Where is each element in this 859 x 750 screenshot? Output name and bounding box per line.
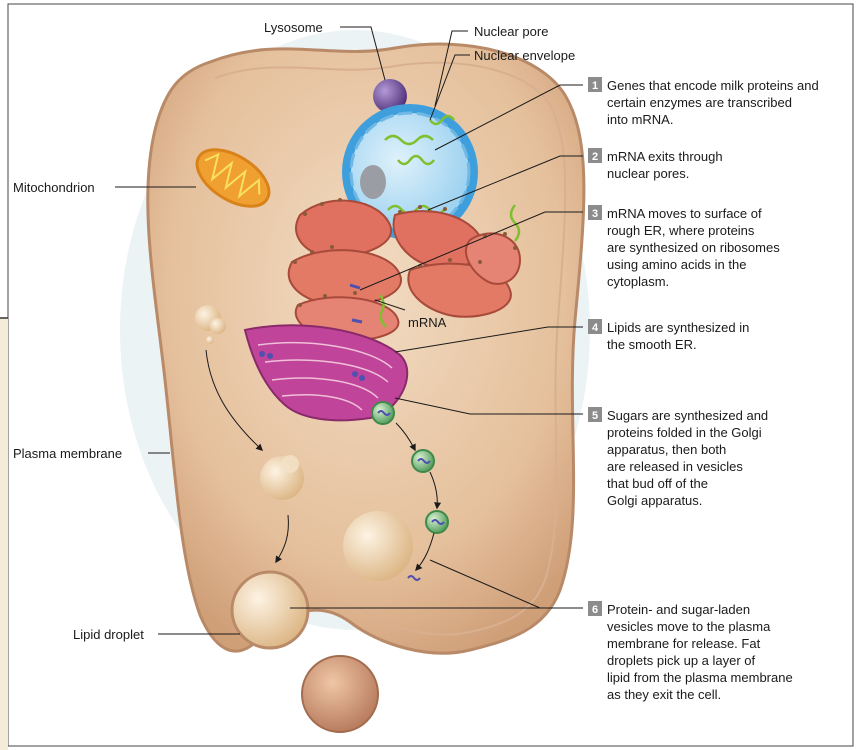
label-nuclear-envelope: Nuclear envelope xyxy=(474,48,575,63)
page-margin xyxy=(0,318,8,750)
label-lipid-droplet: Lipid droplet xyxy=(73,627,144,642)
step-3: 3 mRNA moves to surface of rough ER, whe… xyxy=(588,205,780,289)
label-lysosome: Lysosome xyxy=(264,20,323,35)
svg-text:the smooth ER.: the smooth ER. xyxy=(607,337,697,352)
svg-text:Golgi apparatus.: Golgi apparatus. xyxy=(607,493,702,508)
svg-text:droplets pick up a layer of: droplets pick up a layer of xyxy=(607,653,756,668)
step-6: 6 Protein- and sugar-laden vesicles move… xyxy=(588,601,793,702)
svg-text:4: 4 xyxy=(592,322,599,334)
secretory-vesicle xyxy=(412,450,434,472)
svg-text:mRNA moves to surface of: mRNA moves to surface of xyxy=(607,206,762,221)
svg-text:2: 2 xyxy=(592,151,598,163)
lipid-droplet-budding xyxy=(232,572,308,648)
svg-text:1: 1 xyxy=(592,80,598,92)
svg-text:lipid from the plasma membrane: lipid from the plasma membrane xyxy=(607,670,793,685)
label-mitochondrion: Mitochondrion xyxy=(13,180,95,195)
svg-text:cytoplasm.: cytoplasm. xyxy=(607,274,669,289)
svg-text:apparatus, then both: apparatus, then both xyxy=(607,442,726,457)
svg-text:5: 5 xyxy=(592,410,598,422)
secretory-vesicle xyxy=(372,402,394,424)
svg-text:Sugars are synthesized and: Sugars are synthesized and xyxy=(607,408,768,423)
svg-text:as they exit the cell.: as they exit the cell. xyxy=(607,687,721,702)
svg-text:are synthesized on ribosomes: are synthesized on ribosomes xyxy=(607,240,780,255)
svg-text:certain enzymes are transcribe: certain enzymes are transcribed xyxy=(607,95,792,110)
svg-text:membrane for release. Fat: membrane for release. Fat xyxy=(607,636,761,651)
svg-text:are released in vesicles: are released in vesicles xyxy=(607,459,743,474)
label-nuclear-pore: Nuclear pore xyxy=(474,24,548,39)
large-lipid-droplet xyxy=(343,511,413,581)
svg-text:using amino acids in the: using amino acids in the xyxy=(607,257,746,272)
released-lipid-droplet xyxy=(302,656,378,732)
svg-text:6: 6 xyxy=(592,604,598,616)
step-2: 2 mRNA exits through nuclear pores. xyxy=(588,148,723,181)
step-5: 5 Sugars are synthesized and proteins fo… xyxy=(588,407,768,508)
svg-text:mRNA exits through: mRNA exits through xyxy=(607,149,723,164)
svg-text:Lipids are synthesized in: Lipids are synthesized in xyxy=(607,320,749,335)
label-plasma-membrane: Plasma membrane xyxy=(13,446,122,461)
nucleolus xyxy=(360,165,386,199)
svg-text:Genes that encode milk protein: Genes that encode milk proteins and xyxy=(607,78,819,93)
label-mrna: mRNA xyxy=(408,315,447,330)
step-1: 1 Genes that encode milk proteins and ce… xyxy=(588,77,819,127)
svg-text:Protein- and sugar-laden: Protein- and sugar-laden xyxy=(607,602,750,617)
svg-text:nuclear pores.: nuclear pores. xyxy=(607,166,689,181)
svg-text:that bud off of the: that bud off of the xyxy=(607,476,708,491)
svg-text:into mRNA.: into mRNA. xyxy=(607,112,673,127)
secretory-vesicle xyxy=(426,511,448,533)
svg-text:rough ER, where proteins: rough ER, where proteins xyxy=(607,223,755,238)
step-4: 4 Lipids are synthesized in the smooth E… xyxy=(588,319,749,352)
svg-text:3: 3 xyxy=(592,208,598,220)
svg-text:proteins folded in the Golgi: proteins folded in the Golgi xyxy=(607,425,762,440)
svg-text:vesicles move to the plasma: vesicles move to the plasma xyxy=(607,619,771,634)
